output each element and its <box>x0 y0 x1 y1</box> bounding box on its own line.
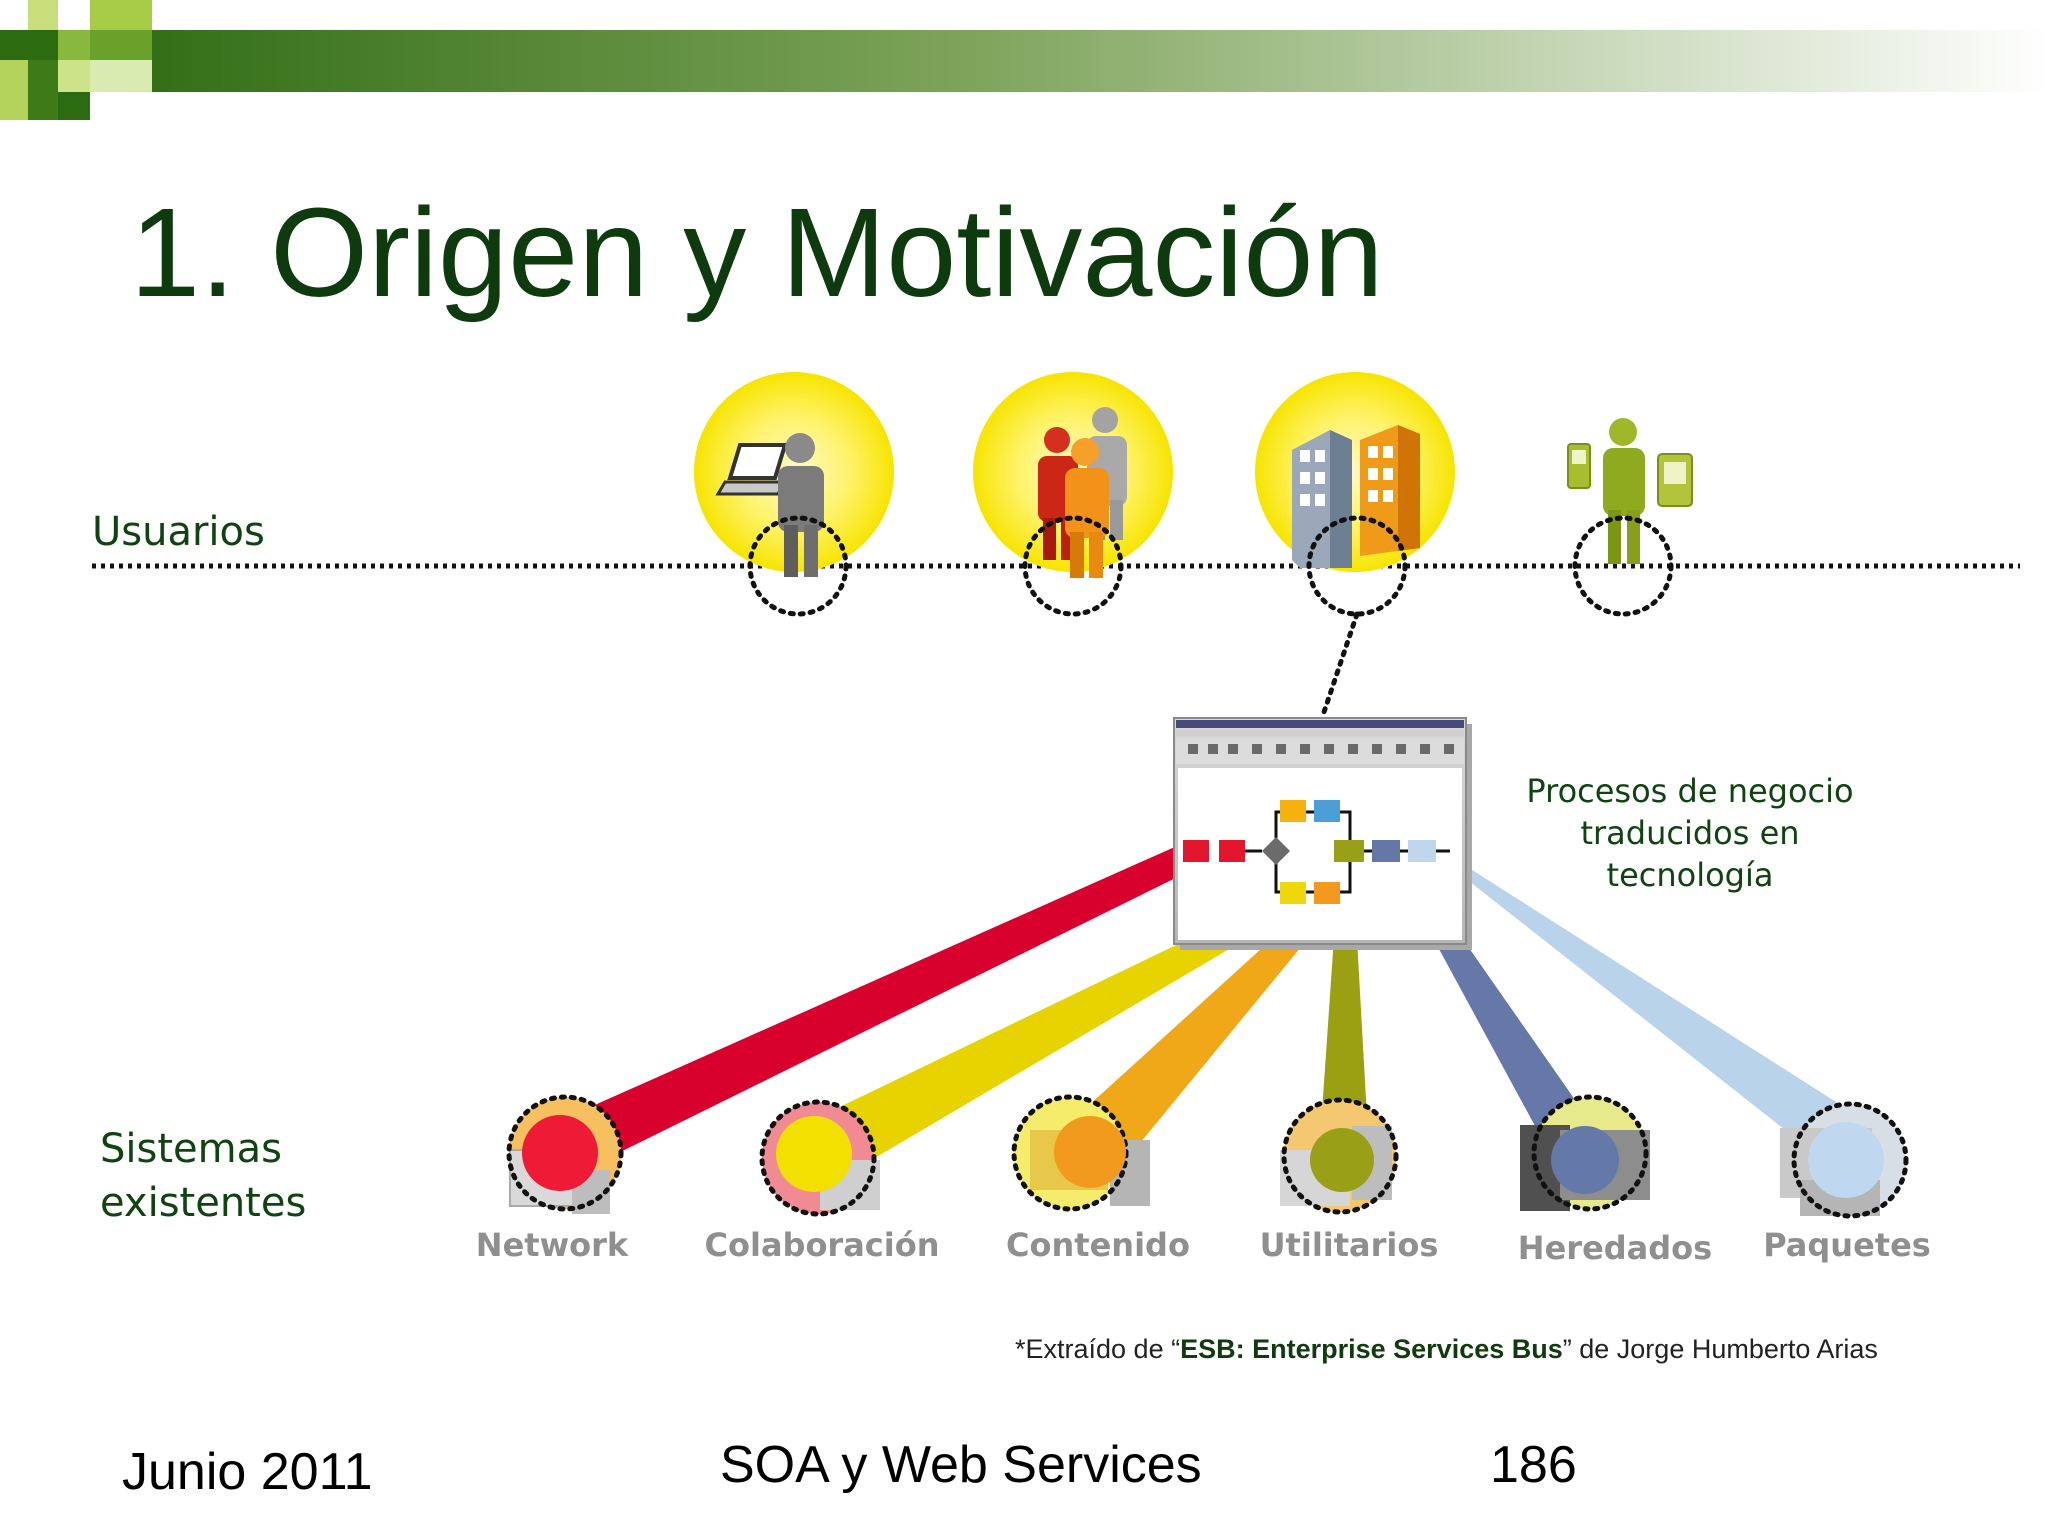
group-users-icon <box>1038 407 1127 578</box>
process-label-line2: traducidos en <box>1580 814 1800 852</box>
slide-title: 1. Origen y Motivación <box>130 182 1384 323</box>
system-label-paquetes: Paquetes <box>1763 1226 1931 1264</box>
process-window <box>1173 717 1472 950</box>
footer-page-number: 186 <box>1490 1436 1577 1494</box>
paquetes-system-icon <box>1780 1101 1909 1219</box>
process-label-line1: Procesos de negocio <box>1526 772 1854 810</box>
colaboracion-system-icon <box>759 1099 880 1217</box>
credit-source-title: ESB: Enterprise Services Bus <box>1180 1334 1563 1364</box>
mobile-user-icon <box>1567 418 1693 564</box>
footer-date: Junio 2011 <box>122 1443 373 1501</box>
laptop-user-icon <box>715 433 824 577</box>
process-label: Procesos de negocio traducidos en tecnol… <box>1500 770 1880 896</box>
system-label-utilitarios: Utilitarios <box>1259 1226 1439 1264</box>
user-halo-3 <box>1255 372 1455 572</box>
header-band <box>0 0 2048 120</box>
system-label-heredados: Heredados <box>1517 1229 1713 1267</box>
buildings-icon <box>1292 425 1420 568</box>
footer-course: SOA y Web Services <box>720 1436 1202 1494</box>
user-connectors <box>747 515 1674 721</box>
credit-prefix: *Extraído de “ <box>1015 1334 1181 1364</box>
source-credit: *Extraído de “ESB: Enterprise Services B… <box>1015 1334 1878 1365</box>
system-label-network: Network <box>475 1226 629 1264</box>
users-label: Usuarios <box>92 509 265 555</box>
contenido-system-icon <box>1011 1094 1150 1212</box>
systems-label-line2: existentes <box>100 1180 307 1226</box>
process-label-line3: tecnología <box>1606 856 1774 894</box>
heredados-system-icon <box>1520 1094 1650 1212</box>
credit-suffix: ” de Jorge Humberto Arias <box>1562 1334 1878 1364</box>
utilitarios-system-icon <box>1280 1097 1399 1215</box>
system-label-colaboracion: Colaboración <box>704 1226 940 1264</box>
systems-label: Sistemas existentes <box>100 1122 306 1230</box>
system-label-contenido: Contenido <box>1006 1226 1190 1264</box>
systems-label-line1: Sistemas <box>100 1126 282 1172</box>
network-system-icon <box>506 1094 624 1214</box>
